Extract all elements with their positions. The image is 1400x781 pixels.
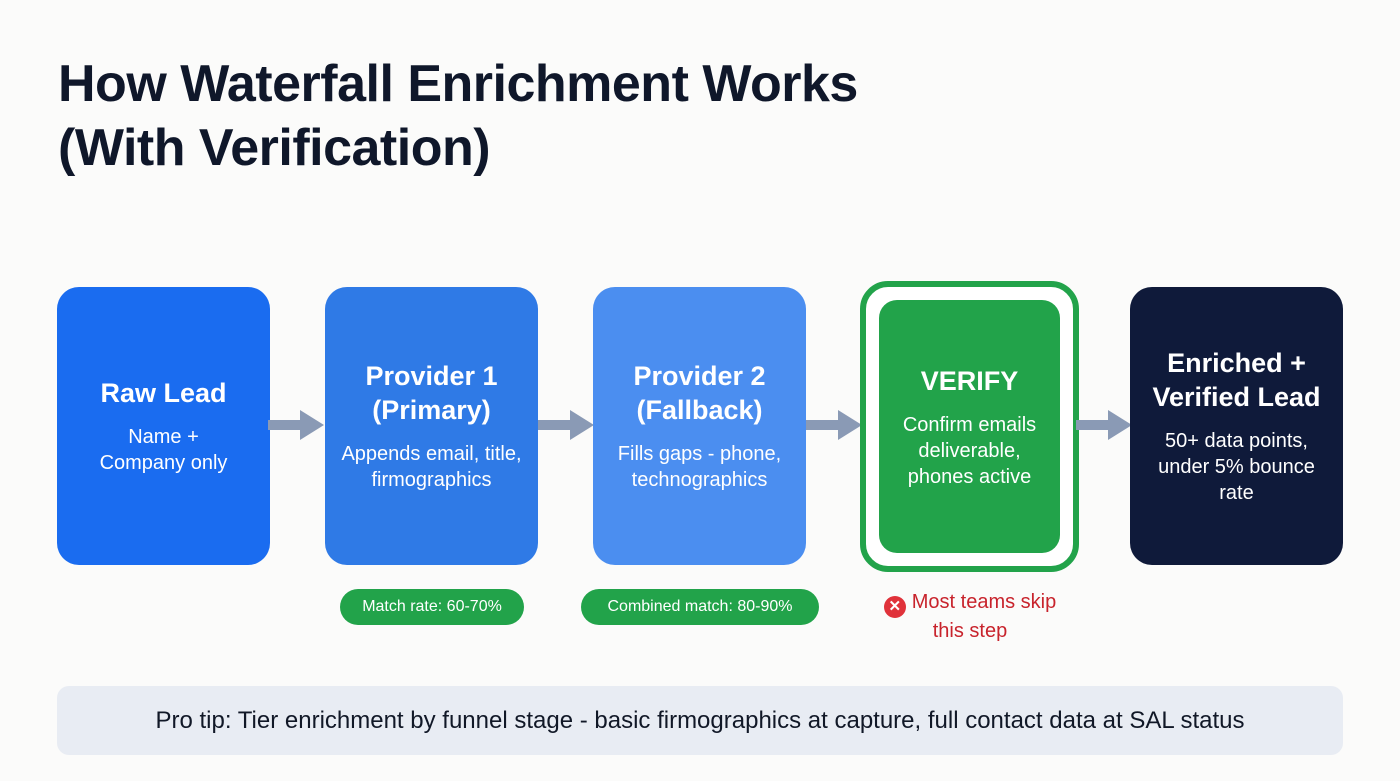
title-line-2: (With Verification) [58,119,491,177]
step-heading: Provider 2 (Fallback) [633,361,766,425]
step-provider-2: Provider 2 (Fallback) Fills gaps - phone… [593,287,806,565]
match-rate-badge: Match rate: 60-70% [340,589,524,625]
warning-text: Most teams skip this step [911,591,1057,642]
step-enriched-verified-lead: Enriched + Verified Lead 50+ data points… [1130,287,1343,565]
step-provider-1: Provider 1 (Primary) Appends email, titl… [325,287,538,565]
step-description: Fills gaps - phone, technographics [617,443,782,491]
pro-tip-text: Pro tip: Tier enrichment by funnel stage… [155,706,1245,734]
step-heading: Raw Lead [100,378,227,408]
combined-match-badge: Combined match: 80-90% [581,589,819,625]
step-heading: VERIFY [920,365,1019,396]
step-verify: VERIFY Confirm emails deliverable, phone… [879,300,1060,553]
step-description: Appends email, title, firmographics [341,443,522,491]
step-description: Name + Company only [99,426,228,474]
arrow-right-icon [806,410,862,440]
page-title: How Waterfall Enrichment Works (With Ver… [58,52,858,180]
skip-warning: ✕Most teams skip this step [870,589,1070,644]
step-description: Confirm emails deliverable, phones activ… [902,413,1037,488]
step-raw-lead: Raw Lead Name + Company only [57,287,270,565]
pro-tip-banner: Pro tip: Tier enrichment by funnel stage… [57,686,1343,755]
x-circle-icon: ✕ [883,596,906,618]
title-line-1: How Waterfall Enrichment Works [58,55,858,113]
step-heading: Enriched + Verified Lead [1152,348,1321,412]
arrow-right-icon [538,410,594,440]
step-heading: Provider 1 (Primary) [365,361,498,425]
arrow-right-icon [1076,410,1132,440]
arrow-right-icon [268,410,324,440]
step-description: 50+ data points, under 5% bounce rate [1158,430,1315,504]
